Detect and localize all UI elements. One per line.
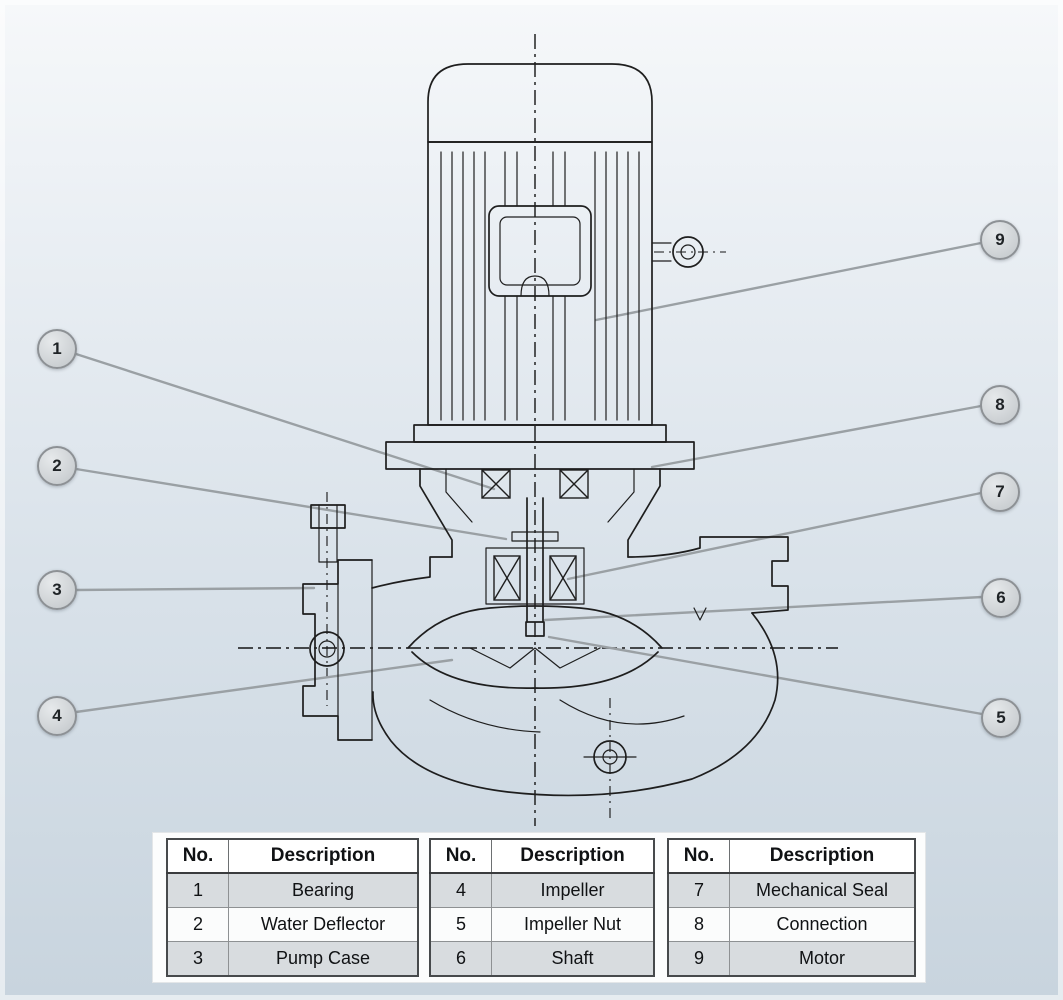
part-description: Mechanical Seal [729, 872, 916, 908]
parts-table-3: No. Description 7 Mechanical Seal 8 Conn… [667, 838, 916, 977]
motor-fins [440, 151, 640, 421]
callout-number: 3 [52, 580, 62, 599]
table-row: 7 Mechanical Seal [667, 872, 916, 908]
motor-nameplate-window [488, 205, 592, 297]
col-header-description: Description [729, 838, 916, 874]
part-number: 9 [667, 941, 730, 977]
part-description: Bearing [228, 872, 419, 908]
table-row: 4 Impeller [429, 872, 655, 908]
parts-table-2: No. Description 4 Impeller 5 Impeller Nu… [429, 838, 655, 977]
table-row: 5 Impeller Nut [429, 907, 655, 942]
part-number: 7 [667, 872, 730, 908]
callout-number: 1 [52, 339, 62, 358]
col-header-no: No. [429, 838, 492, 874]
motor-eyebolt-crosshair [651, 236, 704, 268]
callout-number: 5 [996, 708, 1006, 727]
callout-5: 5 [981, 698, 1021, 738]
table-row: 9 Motor [667, 941, 916, 977]
part-number: 1 [166, 872, 229, 908]
callout-number: 8 [995, 395, 1005, 414]
part-description: Pump Case [228, 941, 419, 977]
callout-number: 9 [995, 230, 1005, 249]
lantern-bracket [419, 468, 661, 558]
callout-7: 7 [980, 472, 1020, 512]
part-description: Motor [729, 941, 916, 977]
col-header-no: No. [166, 838, 229, 874]
table-row: 1 Bearing [166, 872, 419, 908]
impeller [407, 605, 685, 733]
mechanical-seal [485, 547, 585, 605]
part-number: 3 [166, 941, 229, 977]
shaft [526, 497, 544, 623]
part-description: Connection [729, 907, 916, 942]
part-description: Impeller [491, 872, 655, 908]
drain-plug-crosshair [583, 740, 637, 774]
callout-number: 6 [996, 588, 1006, 607]
flange-bolt-crosshair [309, 631, 345, 667]
connection-flange [385, 424, 695, 470]
pump-case [302, 504, 789, 797]
callout-number: 4 [52, 706, 62, 725]
part-number: 8 [667, 907, 730, 942]
callout-2: 2 [37, 446, 77, 486]
col-header-description: Description [491, 838, 655, 874]
impeller-nut [525, 621, 545, 637]
part-description: Shaft [491, 941, 655, 977]
callout-number: 7 [995, 482, 1005, 501]
part-description: Water Deflector [228, 907, 419, 942]
leader-lines [74, 241, 984, 716]
col-header-description: Description [228, 838, 419, 874]
motor-outline [427, 63, 704, 426]
water-deflector [511, 531, 559, 542]
callout-1: 1 [37, 329, 77, 369]
vent-bolt [310, 504, 346, 563]
callout-3: 3 [37, 570, 77, 610]
col-header-no: No. [667, 838, 730, 874]
callout-6: 6 [981, 578, 1021, 618]
table-row: 3 Pump Case [166, 941, 419, 977]
callout-8: 8 [980, 385, 1020, 425]
centerlines [238, 34, 838, 826]
table-row: 6 Shaft [429, 941, 655, 977]
callout-9: 9 [980, 220, 1020, 260]
bearing-symbols [481, 469, 589, 499]
part-number: 4 [429, 872, 492, 908]
callout-number: 2 [52, 456, 62, 475]
part-number: 6 [429, 941, 492, 977]
part-number: 2 [166, 907, 229, 942]
parts-table-1: No. Description 1 Bearing 2 Water Deflec… [166, 838, 419, 977]
part-description: Impeller Nut [491, 907, 655, 942]
part-number: 5 [429, 907, 492, 942]
table-row: 8 Connection [667, 907, 916, 942]
callout-4: 4 [37, 696, 77, 736]
table-row: 2 Water Deflector [166, 907, 419, 942]
